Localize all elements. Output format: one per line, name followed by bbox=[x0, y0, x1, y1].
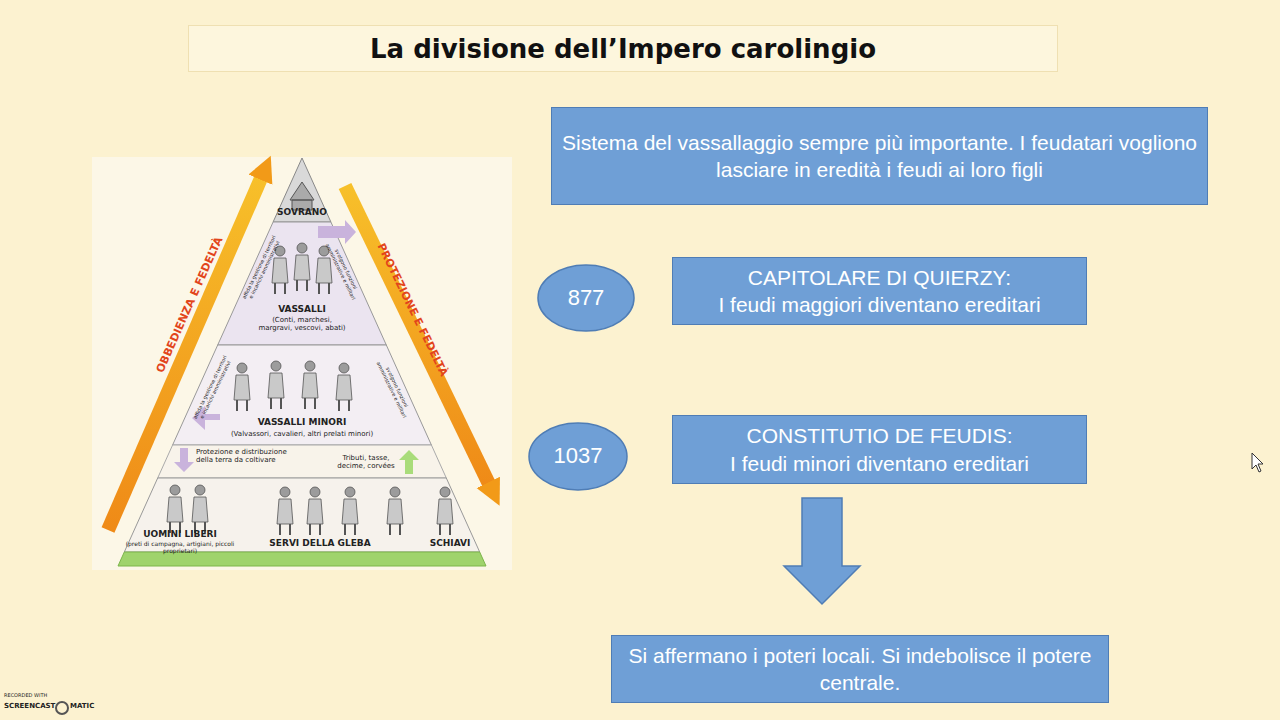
figure bbox=[268, 361, 284, 409]
tier-label: VASSALLI MINORI bbox=[227, 418, 377, 428]
figure bbox=[294, 243, 310, 291]
info-box: Sistema del vassallaggio sempre più impo… bbox=[551, 107, 1208, 205]
tier-label: (preti di campagna, artigiani, piccoli p… bbox=[122, 541, 238, 554]
small-arrow bbox=[318, 220, 356, 244]
small-arrow bbox=[399, 450, 419, 474]
box-text: 1037 bbox=[554, 442, 603, 471]
title-box: La divisione dell’Impero carolingio bbox=[188, 25, 1058, 72]
tier-label: SERVI DELLA GLEBA bbox=[250, 539, 390, 549]
year-ellipse: 877 bbox=[537, 264, 635, 332]
box-text: I feudi minori diventano ereditari bbox=[730, 450, 1029, 477]
figure bbox=[167, 485, 183, 533]
tier-label: SCHIAVI bbox=[420, 539, 480, 549]
figure bbox=[437, 487, 453, 535]
tier-label: VASSALLI bbox=[262, 305, 342, 315]
title: La divisione dell’Impero carolingio bbox=[370, 34, 876, 64]
event-box: CONSTITUTIO DE FEUDIS:I feudi minori div… bbox=[672, 415, 1087, 484]
watermark: MATIC bbox=[70, 703, 110, 711]
tier-label: Protezione e distribuzione della terra d… bbox=[196, 449, 292, 464]
year-ellipse: 1037 bbox=[528, 422, 628, 491]
box-text: Si affermano i poteri locali. Si indebol… bbox=[622, 642, 1098, 697]
figure bbox=[192, 485, 208, 533]
tier-label: Tributi, tasse, decime, corvées bbox=[330, 455, 402, 470]
watermark: SCREENCAST bbox=[4, 703, 60, 711]
tier-strip bbox=[158, 445, 447, 478]
temple-icon bbox=[290, 182, 314, 210]
watermark-logo bbox=[56, 702, 68, 714]
tier-minor bbox=[173, 345, 432, 445]
mouse-cursor bbox=[1252, 453, 1263, 472]
tier-ground bbox=[118, 552, 486, 566]
figure bbox=[277, 487, 293, 535]
box-text: 877 bbox=[568, 284, 605, 313]
picture-frame bbox=[92, 157, 512, 570]
event-box: CAPITOLARE DI QUIERZY:I feudi maggiori d… bbox=[672, 257, 1087, 325]
figure bbox=[336, 363, 352, 411]
box-heading: CONSTITUTIO DE FEUDIS: bbox=[746, 422, 1012, 449]
tier-label: SOVRANO bbox=[262, 208, 342, 218]
box-heading: CAPITOLARE DI QUIERZY: bbox=[748, 264, 1011, 291]
ellipse-shape bbox=[529, 423, 627, 490]
figure bbox=[307, 487, 323, 535]
tier-vassals bbox=[218, 222, 387, 345]
tier-label: (Conti, marchesi, margravi, vescovi, aba… bbox=[257, 317, 347, 332]
block-arrow bbox=[784, 498, 860, 604]
figure bbox=[234, 363, 250, 411]
figure bbox=[387, 487, 403, 535]
figure bbox=[342, 487, 358, 535]
watermark: RECORDED WITH bbox=[4, 693, 74, 699]
box-text: Sistema del vassallaggio sempre più impo… bbox=[562, 129, 1197, 184]
tier-label: (Valvassori, cavalieri, altri prelati mi… bbox=[212, 431, 392, 439]
small-arrow bbox=[174, 448, 194, 472]
tier-label: UOMINI LIBERI bbox=[128, 530, 232, 540]
figure bbox=[302, 361, 318, 409]
ellipse-shape bbox=[538, 265, 634, 331]
box-text: I feudi maggiori diventano ereditari bbox=[718, 291, 1040, 318]
result-box: Si affermano i poteri locali. Si indebol… bbox=[611, 635, 1109, 703]
